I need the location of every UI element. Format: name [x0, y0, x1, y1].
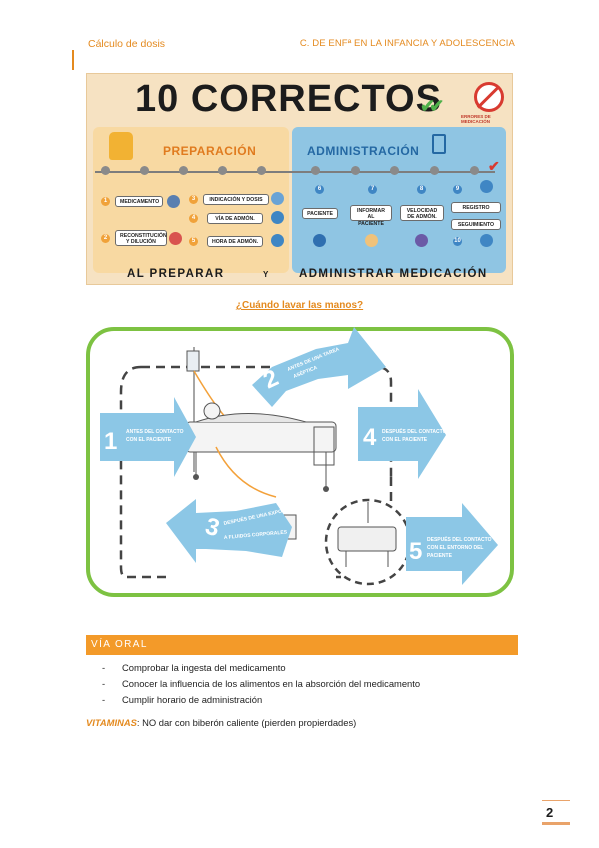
clipboard-icon [480, 180, 493, 193]
number-badge: 7 [368, 185, 377, 194]
moment-3-text-b: A FLUIDOS CORPORALES [224, 529, 288, 541]
vitaminas-text: : NO dar con biberón caliente (pierden p… [136, 717, 357, 728]
timeline-dot [390, 166, 399, 175]
syringe-icon [271, 211, 284, 224]
administracion-panel [292, 127, 506, 273]
stop-badge-text: Errores de medicación [461, 114, 491, 124]
monitor-icon [313, 234, 326, 247]
preparacion-title: PREPARACIÓN [163, 144, 257, 158]
number-badge: 5 [189, 237, 198, 246]
moment-4-arrow: 4 DESPUÉS DEL CONTACTO CON EL PACIENTE [358, 389, 447, 479]
clock-icon [271, 234, 284, 247]
moment-5-arrow: 5 DESPUÉS DEL CONTACTO CON EL ENTORNO DE… [406, 503, 498, 585]
moment-4-number: 4 [363, 424, 377, 451]
moment-5-text-b: CON EL ENTORNO DEL [427, 545, 484, 551]
hands-title: ¿Cuándo lavar las manos? [235, 300, 364, 311]
stethoscope-icon [271, 192, 284, 205]
moment-5-text-a: DESPUÉS DEL CONTACTO [427, 535, 492, 543]
number-badge: 3 [189, 195, 198, 204]
footer-mid: Y [263, 270, 270, 279]
page-number: 2 [546, 805, 554, 820]
moment-1-arrow: 1 ANTES DEL CONTACTO CON EL PACIENTE [100, 397, 196, 477]
header-right: C. DE ENFª EN LA INFANCIA Y ADOLESCENCIA [299, 38, 515, 49]
gauge-icon [415, 234, 428, 247]
item-via: VÍA DE ADMÓN. [207, 213, 263, 224]
item-registro: REGISTRO [451, 202, 501, 213]
timeline-dot [311, 166, 320, 175]
footer-right: ADMINISTRAR MEDICACIÓN [299, 268, 488, 280]
timeline-dot [140, 166, 149, 175]
vitaminas-note: VITAMINAS: NO dar con biberón caliente (… [86, 717, 356, 728]
item-velocidad: VELOCIDAD DE ADMÓN. [400, 205, 444, 221]
timeline-dot [351, 166, 360, 175]
number-badge: 1 [101, 197, 110, 206]
moment-1-text-b: CON EL PACIENTE [126, 437, 172, 443]
list-item: -Conocer la influencia de los alimentos … [102, 678, 421, 689]
moment-5-number: 5 [409, 538, 422, 565]
number-badge: 6 [315, 185, 324, 194]
section-title: VÍA ORAL [91, 639, 148, 650]
patient-bed-illustration [185, 347, 337, 540]
vial-icon [169, 232, 182, 245]
timeline-dot [257, 166, 266, 175]
moment-3-arrow: 3 DESPUÉS DE UNA EXPOSICIÓN A FLUIDOS CO… [166, 499, 300, 563]
stop-badge-icon [474, 82, 504, 112]
iv-drip-icon [432, 134, 446, 154]
number-badge: 9 [453, 185, 462, 194]
computer-icon [480, 234, 493, 247]
timeline-dot [101, 166, 110, 175]
list-item: -Cumplir horario de administración [102, 694, 263, 705]
moment-4-text-b: CON EL PACIENTE [382, 437, 428, 443]
pill-icon [167, 195, 180, 208]
gloves-icon [109, 132, 133, 160]
nurse-icon [365, 234, 378, 247]
moment-1-text-a: ANTES DEL CONTACTO [126, 429, 184, 435]
vitaminas-label: VITAMINAS [86, 717, 137, 728]
list-item: -Comprobar la ingesta del medicamento [102, 662, 286, 673]
patient-environment-illustration [324, 498, 412, 586]
item-reconstitucion: RECONSTITUCIÓN Y DILUCIÓN [115, 230, 167, 246]
moment-5-text-c: PACIENTE [427, 553, 453, 559]
number-badge: 8 [417, 185, 426, 194]
timeline-dot [179, 166, 188, 175]
timeline-dot [218, 166, 227, 175]
timeline [95, 171, 495, 173]
item-paciente: PACIENTE [302, 208, 338, 219]
footer-left: AL PREPARAR [127, 268, 225, 280]
five-moments-diagram: 1 ANTES DEL CONTACTO CON EL PACIENTE 2 A… [86, 327, 514, 597]
page-number-bar [542, 822, 570, 825]
header-left: Cálculo de dosis [88, 38, 166, 50]
section-header: VÍA ORAL [86, 635, 518, 655]
moment-1-number: 1 [104, 428, 117, 455]
item-indicacion: INDICACIÓN Y DOSIS [203, 194, 269, 205]
item-hora: HORA DE ADMÓN. [207, 236, 263, 247]
item-medicamento: MEDICAMENTO [115, 196, 163, 207]
ten-rights-infographic: 10 CORRECTOS ✔✔ Errores de medicación PR… [86, 73, 513, 285]
checkmark-icon: ✔ [488, 158, 500, 174]
timeline-dot [470, 166, 479, 175]
page-number-rule [542, 800, 570, 801]
check-marks-icon: ✔✔ [420, 96, 444, 116]
section-list: -Comprobar la ingesta del medicamento -C… [98, 660, 420, 708]
moment-4-text-a: DESPUÉS DEL CONTACTO [382, 427, 447, 435]
item-informar: INFORMAR AL PACIENTE [350, 205, 392, 227]
number-badge: 4 [189, 214, 198, 223]
number-badge: 2 [101, 234, 110, 243]
number-badge: 10 [453, 237, 462, 246]
administracion-title: ADMINISTRACIÓN [307, 144, 420, 158]
timeline-dot [430, 166, 439, 175]
infographic-title: 10 CORRECTOS [135, 78, 442, 120]
moment-2-arrow: 2 ANTES DE UNA TAREA ASÉPTICA [252, 327, 386, 407]
item-seguimiento: SEGUIMIENTO [451, 219, 501, 230]
header-divider [72, 50, 74, 70]
